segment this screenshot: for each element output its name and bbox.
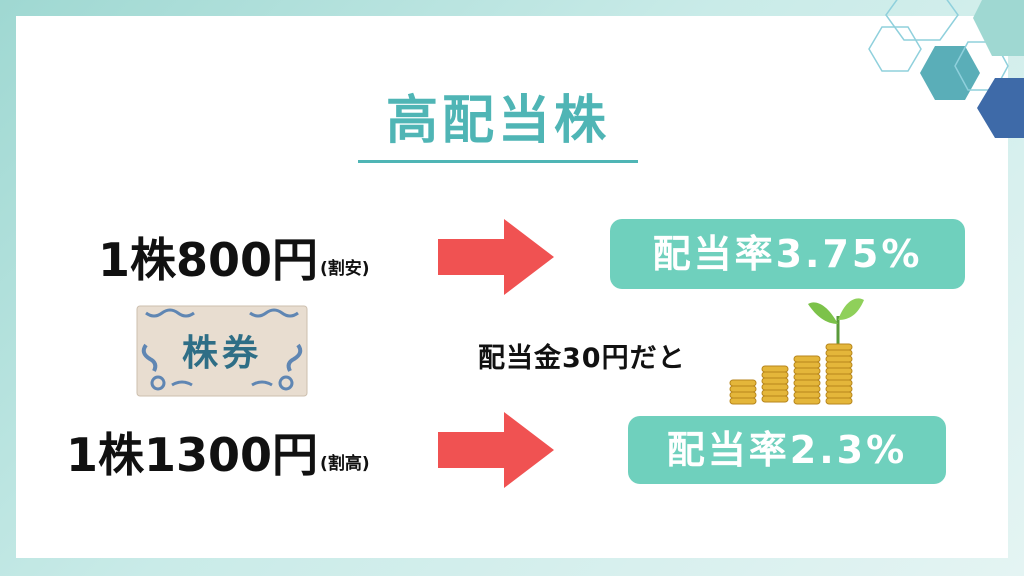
- price-cheap-note: (割安): [320, 259, 370, 279]
- price-expensive-note: (割高): [320, 454, 370, 474]
- title-underline: [358, 160, 638, 163]
- price-expensive: 1株1300円(割高): [66, 427, 370, 492]
- dividend-condition-text: 配当金30円だと: [478, 343, 686, 374]
- rate-badge-high: 配当率3.75%: [610, 219, 965, 289]
- certificate-label: 株券: [182, 333, 262, 374]
- coin-stacks-sprout-icon: [729, 298, 864, 405]
- price-cheap-value: 1株800円: [98, 233, 319, 287]
- arrow-right-icon: [438, 412, 554, 488]
- rate-badge-low: 配当率2.3%: [628, 416, 946, 484]
- arrow-right-icon: [438, 219, 554, 295]
- stock-certificate-icon: 株券: [136, 305, 308, 397]
- price-expensive-value: 1株1300円: [66, 428, 319, 482]
- page-title: 高配当株: [385, 91, 610, 151]
- price-cheap: 1株800円(割安): [98, 232, 370, 297]
